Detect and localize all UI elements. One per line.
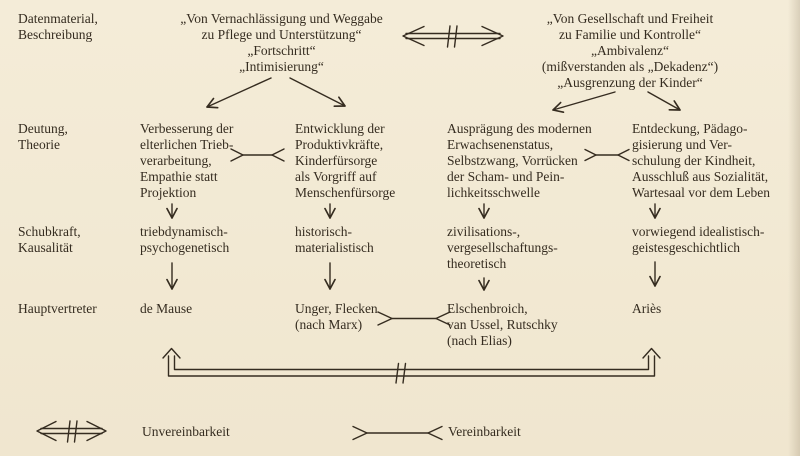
fork-arrow [552, 91, 616, 114]
compatibility-connector-representatives [377, 311, 451, 326]
fork-end [230, 148, 244, 162]
row-label-datenmaterial: Datenmaterial,Beschreibung [18, 11, 98, 42]
fork-end [427, 425, 443, 441]
representative-aries: Ariès [632, 301, 662, 316]
fork-end [271, 148, 285, 162]
fork-arrow [289, 77, 346, 108]
arrowhead-right [86, 420, 107, 442]
fork-end [435, 311, 451, 326]
compatibility-connector-theories-right [584, 148, 630, 162]
arrowhead-up-right [642, 347, 661, 359]
theory-idealist: Entdeckung, Pädago-gisierung und Ver-sch… [632, 121, 770, 200]
representative-elschenbroich: Elschenbroich,van Ussel, Rutschky(nach E… [447, 301, 558, 348]
incompatibility-arrow-top [402, 25, 504, 48]
legend-incompatibility-symbol [36, 420, 107, 443]
fork-end [584, 148, 597, 162]
row-label-deutung: Deutung,Theorie [18, 121, 68, 152]
legend-compatibility-label: Vereinbarkeit [448, 424, 521, 439]
hash-mark [66, 420, 71, 443]
hash-mark [395, 362, 400, 384]
representative-demause: de Mause [140, 301, 193, 316]
row-label-schubkraft: Schubkraft,Kausalität [18, 224, 81, 255]
fork-end [617, 148, 630, 162]
outer-line [167, 355, 656, 377]
fork-end [352, 425, 368, 441]
causality-idealist: vorwiegend idealistisch-geistesgeschicht… [632, 224, 765, 255]
arrowhead-left [402, 25, 425, 47]
compatibility-connector-theories-left [230, 148, 285, 162]
fork-end [377, 311, 393, 326]
hash-mark [402, 362, 407, 384]
arrowhead-up-left [162, 347, 181, 359]
hash-mark [446, 25, 451, 48]
hash-mark [73, 420, 78, 443]
fork-arrow [206, 77, 272, 109]
representative-unger-flecken: Unger, Flecken(nach Marx) [295, 301, 378, 332]
incompatibility-arrow-bottom [162, 347, 661, 384]
arrowhead-left [36, 420, 57, 442]
causality-psychogenetic: triebdynamisch-psychogenetisch [140, 224, 230, 255]
row-label-hauptvertreter: Hauptvertreter [18, 301, 97, 316]
legend-incompatibility-label: Unvereinbarkeit [142, 424, 230, 439]
hash-mark [453, 25, 458, 48]
causality-civilization: zivilisations-,vergesellschaftungs-theor… [447, 224, 558, 271]
inner-line [173, 355, 650, 371]
arrowhead-right [481, 25, 504, 47]
fork-arrow [647, 91, 681, 111]
causality-materialist: historisch-materialistisch [295, 224, 374, 255]
legend-compatibility-symbol [352, 425, 443, 441]
